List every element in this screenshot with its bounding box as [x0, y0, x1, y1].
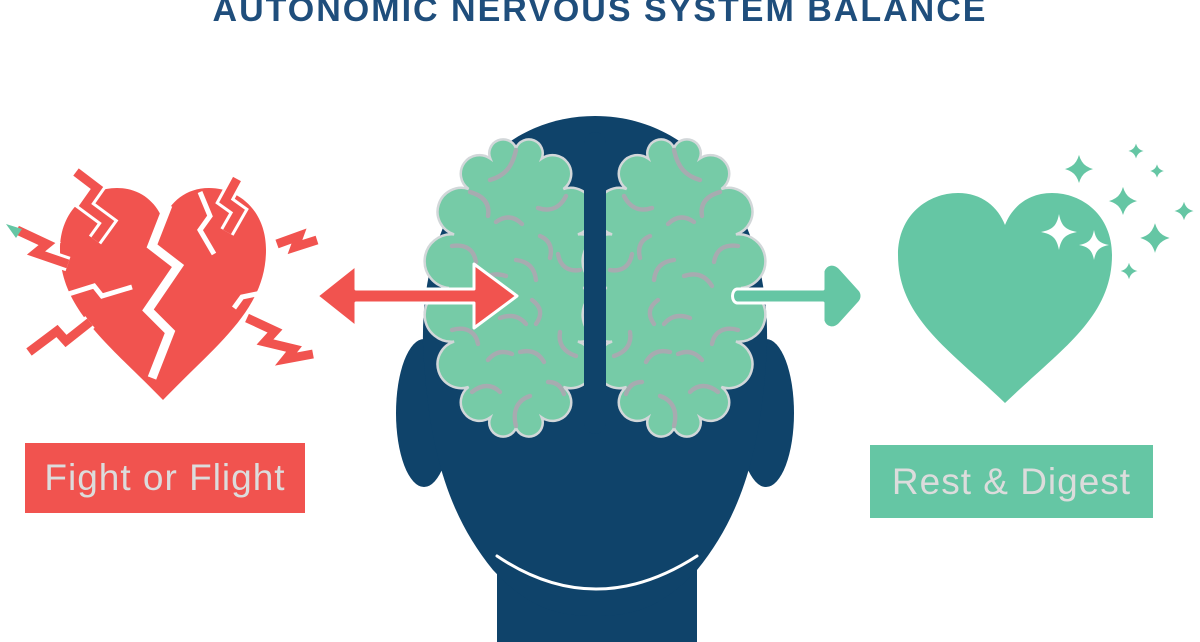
page-title: AUTONOMIC NERVOUS SYSTEM BALANCE — [212, 0, 988, 29]
label-rest-digest: Rest & Digest — [870, 445, 1153, 518]
head-brain-icon — [396, 116, 794, 642]
left-right-arrow-icon — [315, 262, 519, 330]
healthy-heart — [898, 193, 1112, 403]
lightning-bolt-icon — [26, 318, 93, 356]
sparkle-icon — [1147, 161, 1167, 181]
sparkle-icon — [1133, 216, 1177, 260]
sparkle-icon — [1117, 259, 1141, 283]
heart-crack-top-right — [197, 191, 217, 256]
lightning-bolt-teal-tip — [6, 224, 22, 238]
rest-digest-text: Rest & Digest — [891, 460, 1132, 502]
broken-heart-lightning-icon — [6, 166, 320, 400]
sparkle-icon — [1058, 148, 1100, 190]
lightning-bolt-icon — [245, 313, 314, 366]
sparkle-icon — [1125, 140, 1147, 162]
sparkle-icon — [1170, 197, 1198, 225]
right-arrow-icon — [731, 262, 864, 330]
brain-midline — [584, 132, 606, 434]
sparkle-icon — [1102, 180, 1144, 222]
fight-or-flight-text: Fight or Flight — [44, 457, 286, 498]
chin-line — [495, 554, 699, 591]
sparkling-heart-icon — [898, 140, 1198, 403]
lightning-bolt-icon — [15, 225, 70, 269]
lightning-bolt-icon — [73, 168, 115, 243]
heart-crack-left — [61, 283, 133, 299]
lightning-bolt-icon — [275, 228, 319, 255]
lightning-bolt-icon — [219, 176, 245, 235]
label-fight-or-flight: Fight or Flight — [25, 443, 305, 513]
brain-icon — [425, 132, 766, 437]
heart-crack-right — [231, 289, 267, 310]
heart-crack — [142, 203, 185, 380]
lightning-bolts — [6, 166, 320, 371]
